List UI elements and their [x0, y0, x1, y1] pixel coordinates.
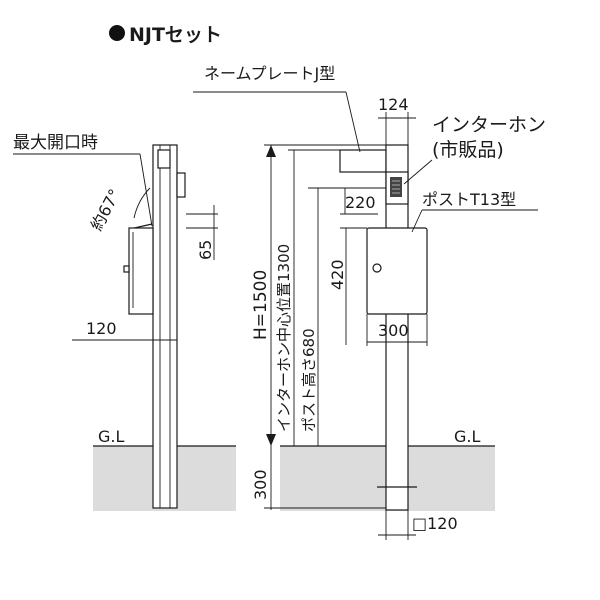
- dim-120-square-label: □120: [412, 514, 458, 533]
- dim-220-label: 220: [345, 193, 376, 212]
- intercom-speaker: [390, 177, 402, 197]
- post-height-label: ポスト高さ680: [300, 328, 318, 432]
- front-mailbox: [366, 227, 428, 315]
- gl-label-right: G.L: [454, 427, 480, 446]
- dim-300-bottom-label: 300: [251, 469, 270, 500]
- max-open-label: 最大開口時: [13, 133, 98, 153]
- side-intercom-box: [157, 149, 171, 169]
- dim-120-left-label: 120: [86, 319, 117, 338]
- angle-label: 約67°: [87, 186, 125, 234]
- angle-arc: [133, 187, 151, 219]
- side-mailbox-handle: [123, 265, 130, 273]
- nameplate: [339, 149, 387, 173]
- intercom-center-label: インターホン中心位置1300: [275, 244, 293, 432]
- dim-124-label: 124: [378, 95, 409, 114]
- intercom-label: インターホン: [432, 114, 546, 136]
- dim-420-label: 420: [328, 259, 347, 290]
- height-total-label: H=1500: [251, 270, 271, 340]
- front-view: ネームプレートJ型 124 インターホン (市販品) 220 ポストT13型 4…: [193, 64, 546, 540]
- gl-label-left: G.L: [98, 427, 124, 446]
- mailbox-lock-icon: [372, 263, 382, 273]
- dim-300-right-label: 300: [378, 321, 409, 340]
- post-name-label: ポストT13型: [422, 190, 516, 209]
- side-view: 最大開口時 約67° 65 120: [13, 133, 218, 509]
- side-pole: [152, 144, 178, 509]
- side-intercom-back: [176, 172, 186, 198]
- diagram-title: NJTセット: [129, 24, 222, 46]
- dim-65-label: 65: [196, 240, 215, 260]
- intercom-sub-label: (市販品): [432, 139, 504, 161]
- nameplate-label: ネームプレートJ型: [204, 64, 335, 83]
- title-bullet-icon: [109, 25, 125, 41]
